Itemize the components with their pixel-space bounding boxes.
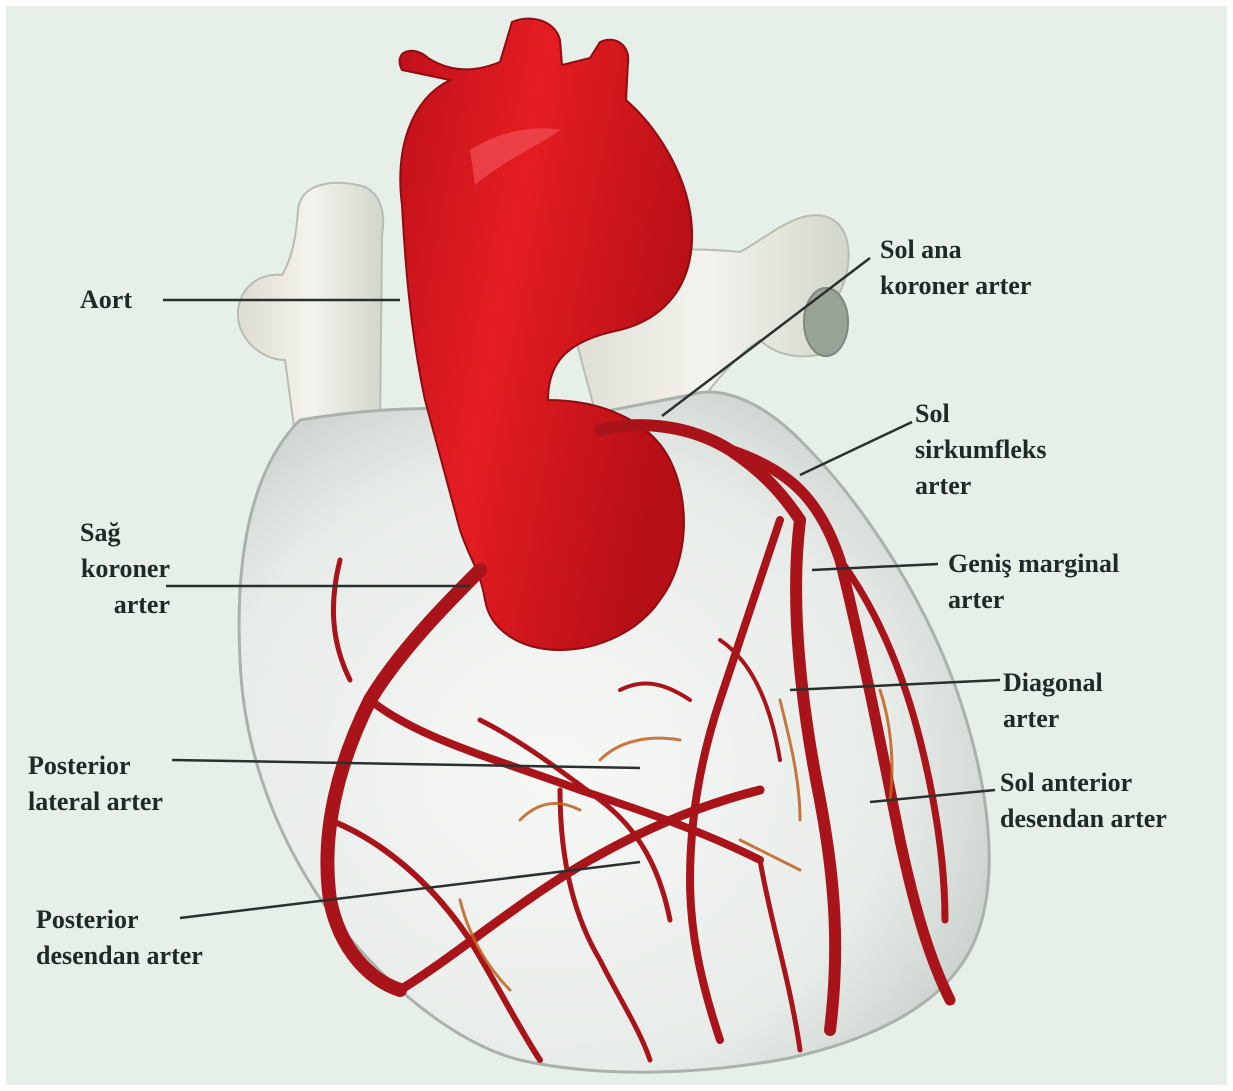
label-sol-sirkumfleks-arter: Sol sirkumfleks arter xyxy=(915,396,1046,504)
label-diagonal-arter: Diagonal arter xyxy=(1003,665,1103,737)
label-sol-ana-koroner-arter: Sol ana koroner arter xyxy=(880,232,1031,304)
label-posterior-lateral-arter: Posterior lateral arter xyxy=(28,748,163,820)
label-genis-marginal-arter: Geniş marginal arter xyxy=(948,546,1119,618)
label-posterior-desendan-arter: Posterior desendan arter xyxy=(36,902,203,974)
label-sol-anterior-desendan-arter: Sol anterior desendan arter xyxy=(1000,765,1167,837)
pulmonary-opening-shape xyxy=(804,288,848,356)
label-aort: Aort xyxy=(80,282,132,318)
label-sag-koroner-arter: Sağ koroner arter xyxy=(30,515,170,623)
